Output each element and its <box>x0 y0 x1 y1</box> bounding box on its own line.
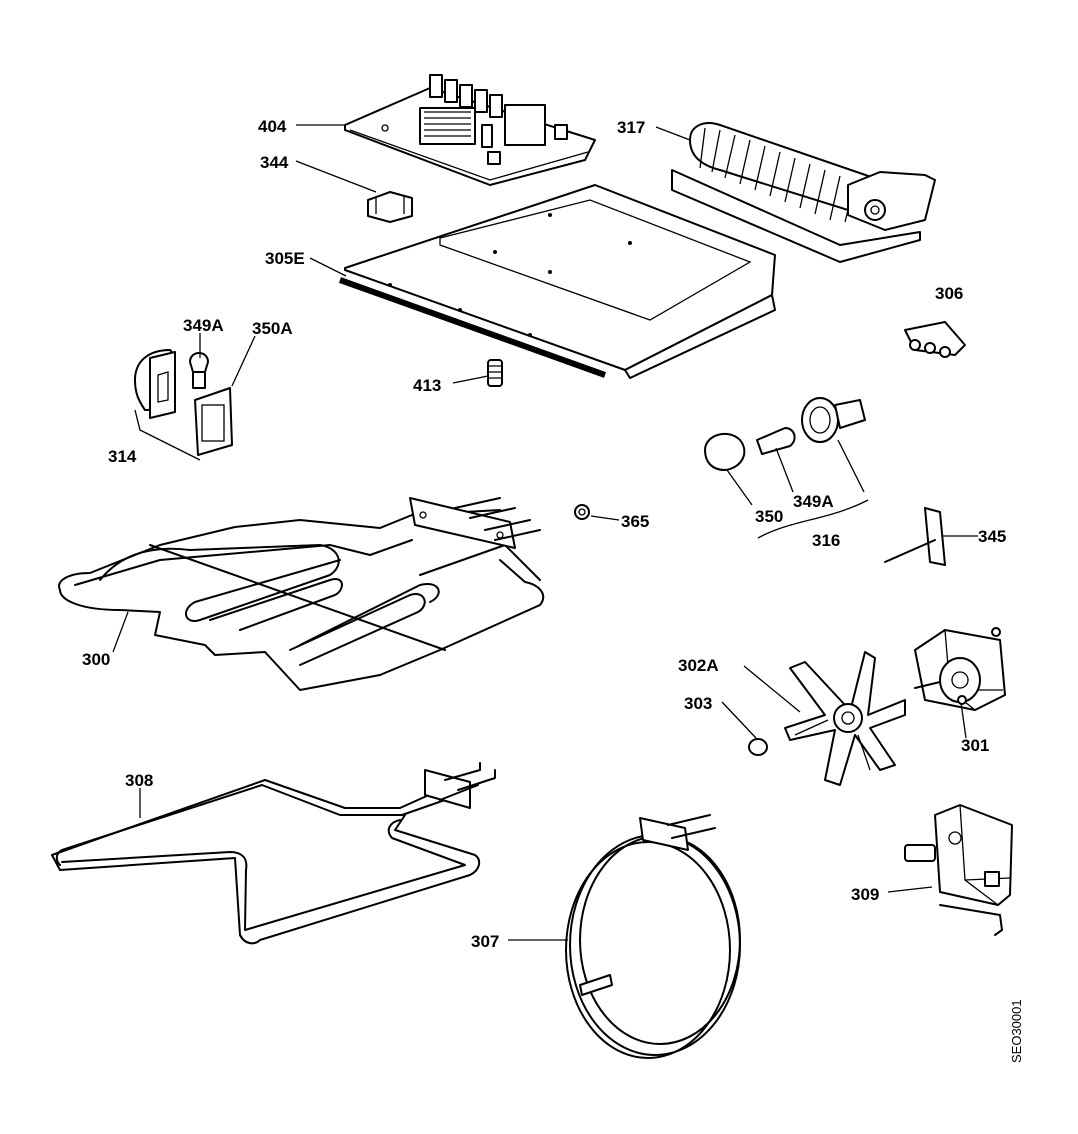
label-350: 350 <box>755 507 783 526</box>
part-345-bracket <box>884 507 946 566</box>
part-317-tangential-fan <box>671 122 936 263</box>
part-350-lamp-cover <box>704 432 746 471</box>
label-307: 307 <box>471 932 499 951</box>
part-413-screw <box>487 359 503 387</box>
part-307-circular-element <box>565 814 741 1059</box>
part-349A-lamp-bulb-right <box>756 427 796 455</box>
part-308-bottom-element <box>51 762 496 945</box>
label-350A: 350A <box>252 319 293 338</box>
part-301-fan-motor <box>914 627 1006 711</box>
label-365: 365 <box>621 512 649 531</box>
label-344: 344 <box>260 153 289 172</box>
group-316-brace <box>757 499 869 539</box>
part-349A-lamp-bulb-left <box>189 352 209 389</box>
part-302A-fan-blade <box>784 651 906 786</box>
label-305E: 305E <box>265 249 305 268</box>
label-314: 314 <box>108 447 137 466</box>
label-309: 309 <box>851 885 879 904</box>
label-301: 301 <box>961 736 989 755</box>
label-300: 300 <box>82 650 110 669</box>
label-317: 317 <box>617 118 645 137</box>
leader-lines <box>112 124 978 941</box>
part-lamp-socket <box>801 397 866 443</box>
part-350A-lamp-glass <box>194 387 233 456</box>
label-302A: 302A <box>678 656 719 675</box>
part-309-thermostat <box>904 804 1013 936</box>
label-303: 303 <box>684 694 712 713</box>
drawing-code: SEO30001 <box>1009 999 1024 1063</box>
part-300-grill-element <box>58 497 545 691</box>
part-305E-roof-panel <box>338 184 776 379</box>
label-413: 413 <box>413 376 441 395</box>
label-349A-right: 349A <box>793 492 834 511</box>
part-365-nut <box>574 504 590 520</box>
part-404-control-board <box>344 74 596 186</box>
label-345: 345 <box>978 527 1006 546</box>
part-303-fan-nut <box>748 738 768 756</box>
label-316: 316 <box>812 531 840 550</box>
part-344-bracket <box>367 191 413 223</box>
part-306-terminal-block <box>904 321 966 358</box>
label-404: 404 <box>258 117 287 136</box>
label-306: 306 <box>935 284 963 303</box>
part-314-lamp-holder <box>134 349 201 461</box>
label-308: 308 <box>125 771 153 790</box>
label-349A-left: 349A <box>183 316 224 335</box>
